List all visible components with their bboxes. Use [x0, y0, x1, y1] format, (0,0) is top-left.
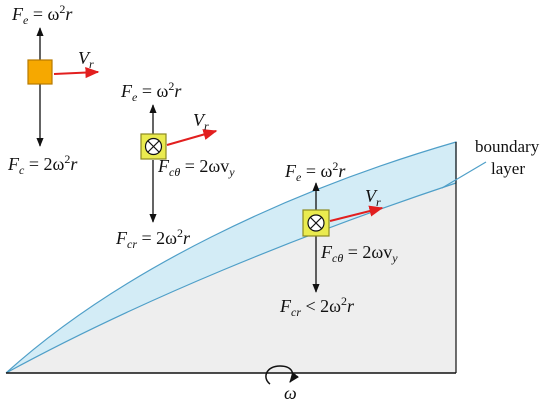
bl-into-page-icon-x2: [310, 217, 322, 229]
free-fe-label: Fe = ω2r: [11, 2, 73, 27]
mid-vr-arrow: [166, 129, 218, 146]
boundary-leader-line: [441, 161, 487, 189]
bl-fe-label: Fe = ω2r: [284, 159, 346, 184]
free-particle: [27, 59, 53, 85]
mid-fcr-label: Fcr = 2ω2r: [115, 226, 191, 251]
mid-fctheta-label: Fcθ = 2ωvy: [157, 156, 235, 179]
free-fc-label: Fc = 2ω2r: [7, 152, 78, 177]
mid-fe-label: Fe = ω2r: [120, 79, 182, 104]
free-vr-label: Vr: [78, 48, 94, 71]
bl-fcr-label: Fcr < 2ω2r: [279, 294, 355, 319]
plate-surface: [6, 183, 456, 373]
boundary-label-line2: layer: [491, 159, 525, 178]
rotation-arrow-icon: [265, 365, 300, 385]
rotation-omega-label: ω: [284, 383, 297, 403]
bl-vr-arrow: [329, 205, 384, 222]
boundary-label-line1: boundary: [475, 137, 540, 156]
bl-vr-label: Vr: [365, 186, 381, 209]
bl-fctheta-label: Fcθ = 2ωvy: [320, 242, 398, 265]
mid-into-page-icon-x2: [147, 140, 160, 153]
mid-vr-label: Vr: [193, 110, 209, 133]
free-vr-arrow: [53, 66, 100, 79]
